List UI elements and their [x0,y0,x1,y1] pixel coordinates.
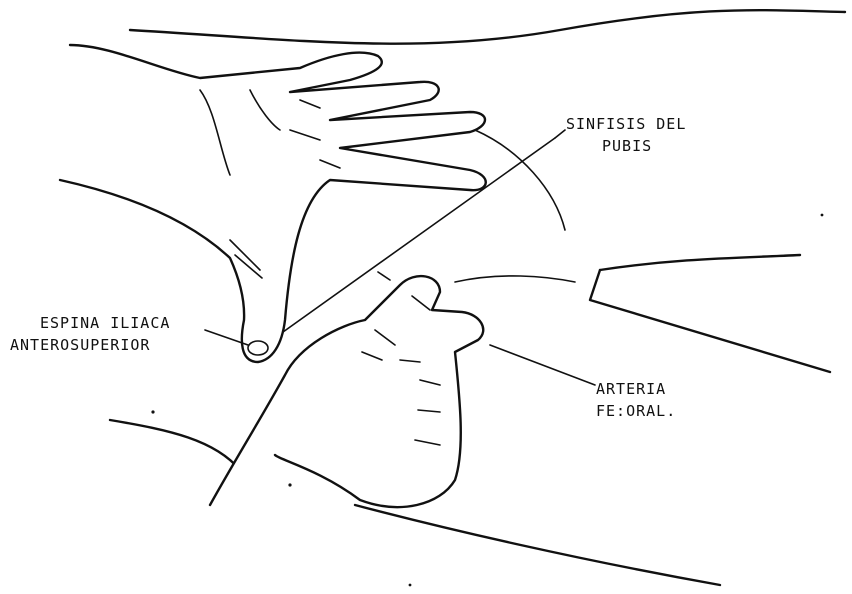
sinfisis-leader [555,130,565,138]
espina-label: ESPINA ILIACA ANTEROSUPERIOR [10,312,170,356]
abdomen-top-contour [130,10,845,43]
arteria-label-line1: ARTERIA [596,378,676,400]
sinfisis-label-line1: SINFISIS DEL [566,113,686,135]
espina-label-line1: ESPINA ILIACA [10,312,170,334]
arteria-label: ARTERIA FE:ORAL. [596,378,676,422]
espina-label-line2: ANTEROSUPERIOR [10,334,170,356]
arteria-leader [490,345,595,385]
sinfisis-label-line2: PUBIS [566,135,686,157]
lower-thigh-contour [355,505,720,585]
sinfisis-label: SINFISIS DEL PUBIS [566,113,686,157]
arteria-label-line2: FE:ORAL. [596,400,676,422]
upper-thigh-contour [600,255,800,270]
abdomen-curve [475,130,565,230]
groin-crease [590,270,830,372]
inguinal-contour [455,276,575,282]
midpoint-tick [378,272,390,280]
lower-body-left [110,420,240,470]
